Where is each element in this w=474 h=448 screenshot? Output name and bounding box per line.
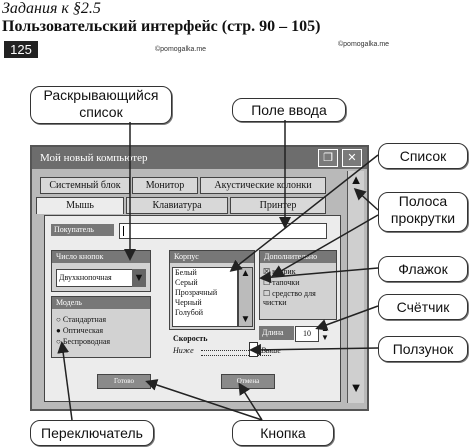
text-cursor (123, 226, 124, 236)
arrow-button-right (238, 382, 263, 421)
tab-printer[interactable]: Принтер (230, 197, 326, 214)
arrow-scrollbar-list (271, 214, 379, 277)
page-title: Пользовательский интерфейс (стр. 90 – 10… (2, 18, 321, 35)
arrow-radio (57, 341, 73, 421)
callout-list: Список (378, 143, 468, 169)
checkbox-label: тапочки (272, 278, 300, 287)
list-item[interactable]: Белый (175, 268, 197, 277)
speed-slider-track[interactable] (201, 350, 271, 356)
extras-label: Дополнительно (260, 251, 336, 263)
body-list[interactable]: Белый Серый Прозрачный Черный Голубой (172, 267, 238, 327)
tab-system-unit[interactable]: Системный блок (40, 177, 130, 194)
scroll-down-icon[interactable]: ▼ (349, 380, 363, 395)
callout-checkbox: Флажок (378, 256, 468, 282)
length-label: Длина (259, 326, 294, 340)
callout-slider: Ползунок (378, 336, 468, 362)
radio-label: Беспроводная (62, 337, 111, 346)
tab-speakers[interactable]: Акустические колонки (200, 177, 326, 194)
model-group: Модель ○ Стандартная ● Оптическая ○ Бесп… (51, 296, 151, 358)
radio-label: Оптическая (62, 326, 103, 335)
radio-label: Стандартная (62, 315, 107, 324)
list-item[interactable]: Серый (175, 278, 198, 287)
page-number: 125 (4, 41, 38, 58)
dropdown-arrow-icon[interactable]: ▼ (132, 269, 146, 287)
list-item[interactable]: Прозрачный (175, 288, 218, 297)
scroll-up-icon[interactable]: ▲ (240, 268, 251, 279)
scroll-down-icon[interactable]: ▼ (240, 314, 251, 325)
list-item[interactable]: Черный (175, 298, 202, 307)
checkbox-icon: ☐ (263, 289, 273, 298)
callout-scrollbars: Полоса прокрутки (378, 192, 468, 232)
radio-icon: ○ (56, 315, 63, 324)
arrow-slider (249, 343, 379, 356)
speed-low-label: Ниже (173, 346, 194, 355)
model-label: Модель (52, 297, 150, 309)
restore-icon[interactable]: ❐ (318, 149, 338, 167)
speed-label: Скорость (173, 334, 208, 343)
close-icon[interactable]: ✕ (342, 149, 362, 167)
list-scrollbar[interactable]: ▲ ▼ (238, 267, 253, 327)
arrow-button-left (145, 379, 263, 421)
scroll-up-icon[interactable]: ▲ (349, 172, 363, 187)
watermark: ©pomogalka.me (338, 41, 390, 48)
arrow-scrollbar-window (353, 187, 379, 211)
callout-counter: Счётчик (378, 294, 468, 320)
callout-button: Кнопка (232, 420, 334, 446)
arrow-list (229, 154, 379, 272)
buyer-label: Покупатель (51, 224, 114, 236)
radio-selected-icon: ● (56, 326, 63, 335)
buttons-dropdown[interactable]: Двухкнопочная (56, 269, 134, 287)
checkbox-label: средство для чистки (263, 289, 316, 307)
speed-high-label: Выше (261, 346, 281, 355)
callout-radio: Переключатель (30, 420, 154, 446)
callout-input: Поле ввода (232, 98, 346, 122)
length-counter[interactable]: 10 (295, 326, 319, 342)
radio-standard[interactable]: ○ Стандартная (56, 315, 106, 324)
arrow-counter (315, 305, 379, 331)
tab-keyboard[interactable]: Клавиатура (126, 197, 228, 214)
arrow-checkbox (259, 267, 379, 284)
callout-dropdown: Раскрывающийся список (30, 86, 172, 124)
title-bar: Мой новый компьютер ❐ ✕ (32, 147, 367, 169)
dialog-window: Мой новый компьютер ❐ ✕ Системный блок М… (30, 145, 369, 411)
tab-mouse[interactable]: Мышь (36, 197, 124, 214)
radio-optical[interactable]: ● Оптическая (56, 326, 103, 335)
window-title: Мой новый компьютер (40, 152, 148, 164)
window-scrollbar[interactable]: ▲ ▼ (347, 171, 364, 403)
counter-down-icon[interactable]: ▼ (321, 333, 329, 342)
list-item[interactable]: Голубой (175, 308, 204, 317)
checkbox-cleaner[interactable]: ☐ средство для чистки (263, 289, 333, 307)
watermark: ©pomogalka.me (155, 46, 207, 53)
section-label: Задания к §2.5 (2, 0, 101, 17)
tab-monitor[interactable]: Монитор (132, 177, 198, 194)
buyer-input[interactable] (119, 223, 327, 239)
